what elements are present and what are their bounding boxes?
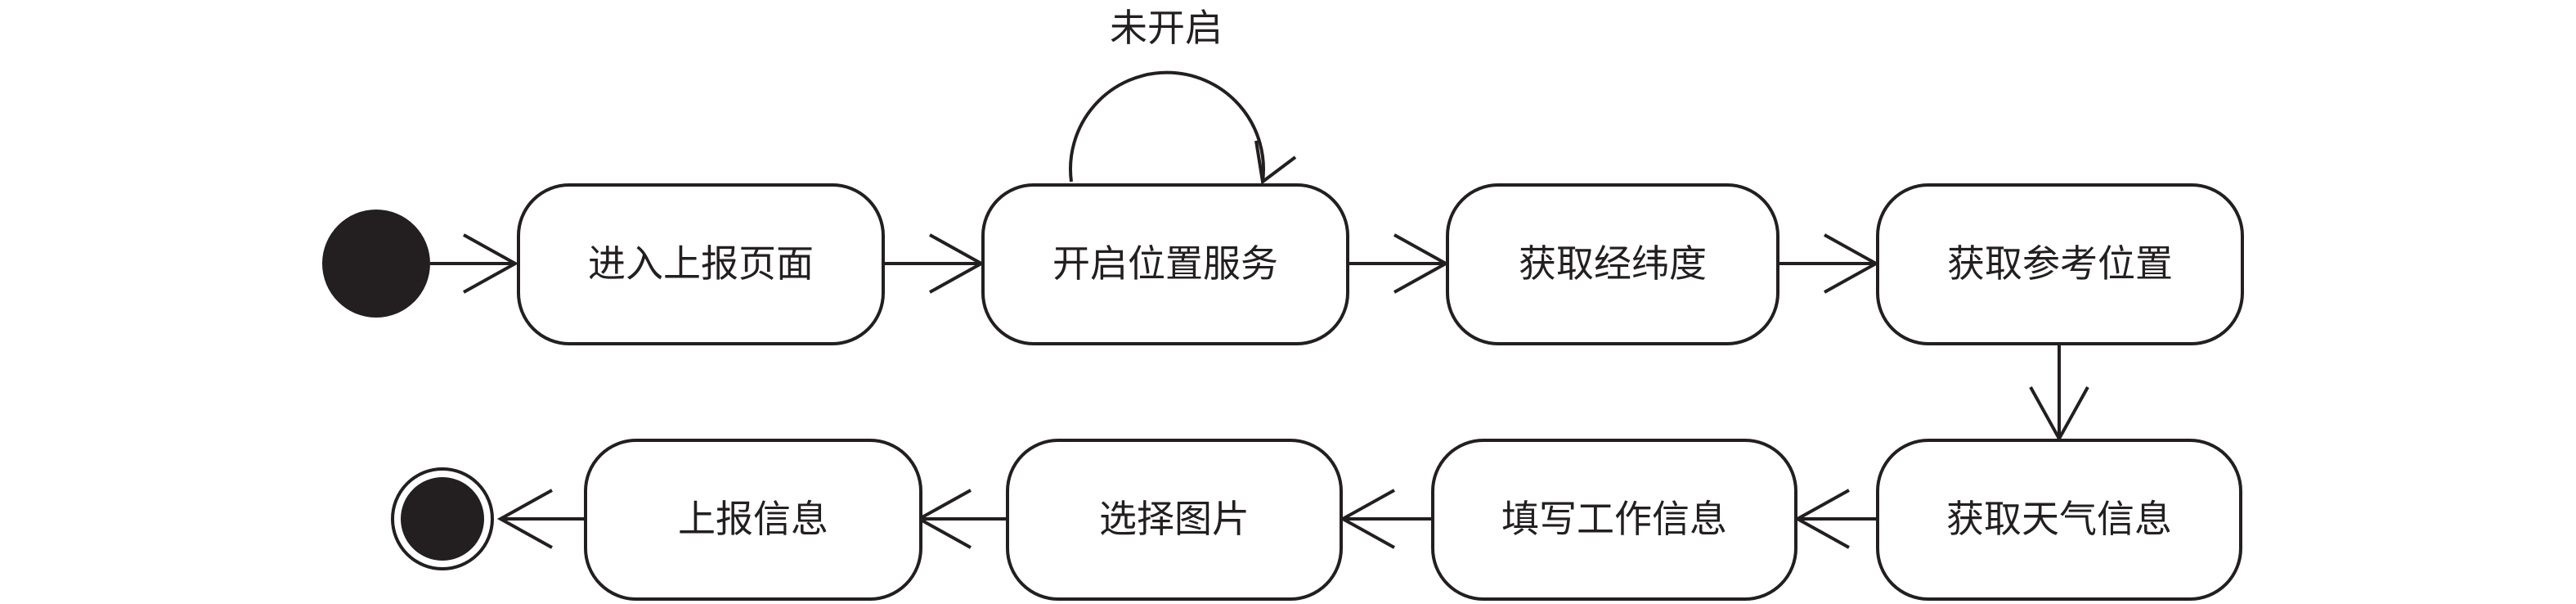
arrow-weather-to-work-info: [1793, 489, 1876, 549]
arrow-reference-to-weather: [2029, 344, 2089, 443]
state-fill-work-info: 填写工作信息: [1431, 439, 1797, 601]
self-loop-arrow: [1069, 70, 1297, 185]
state-get-weather: 获取天气信息: [1876, 439, 2242, 601]
initial-node: [322, 210, 430, 318]
state-label: 获取参考位置: [1947, 241, 2173, 286]
state-label: 上报信息: [678, 497, 828, 541]
state-enter-report-page: 进入上报页面: [517, 183, 885, 345]
state-label: 选择图片: [1099, 497, 1250, 541]
state-label: 填写工作信息: [1501, 497, 1727, 541]
state-enable-location: 开启位置服务: [981, 183, 1349, 345]
arrow-enter-to-enable-location: [885, 233, 985, 294]
arrow-image-to-report: [915, 489, 1006, 549]
state-label: 进入上报页面: [588, 241, 814, 286]
arrow-start-to-enter: [430, 233, 519, 294]
final-node: [391, 467, 494, 570]
state-label: 开启位置服务: [1052, 241, 1278, 286]
loop-label-not-enabled: 未开启: [1110, 6, 1223, 50]
state-get-lat-lng: 获取经纬度: [1446, 183, 1779, 345]
state-label: 获取天气信息: [1946, 497, 2172, 541]
arrow-enable-location-to-lat-lng: [1349, 233, 1450, 294]
arrow-work-info-to-image: [1339, 489, 1431, 549]
state-select-image: 选择图片: [1006, 439, 1343, 601]
arrow-report-to-end: [496, 489, 584, 549]
arrow-lat-lng-to-reference: [1779, 233, 1880, 294]
state-label: 获取经纬度: [1519, 241, 1707, 286]
state-report-info: 上报信息: [584, 439, 922, 601]
state-get-reference-position: 获取参考位置: [1876, 183, 2244, 345]
